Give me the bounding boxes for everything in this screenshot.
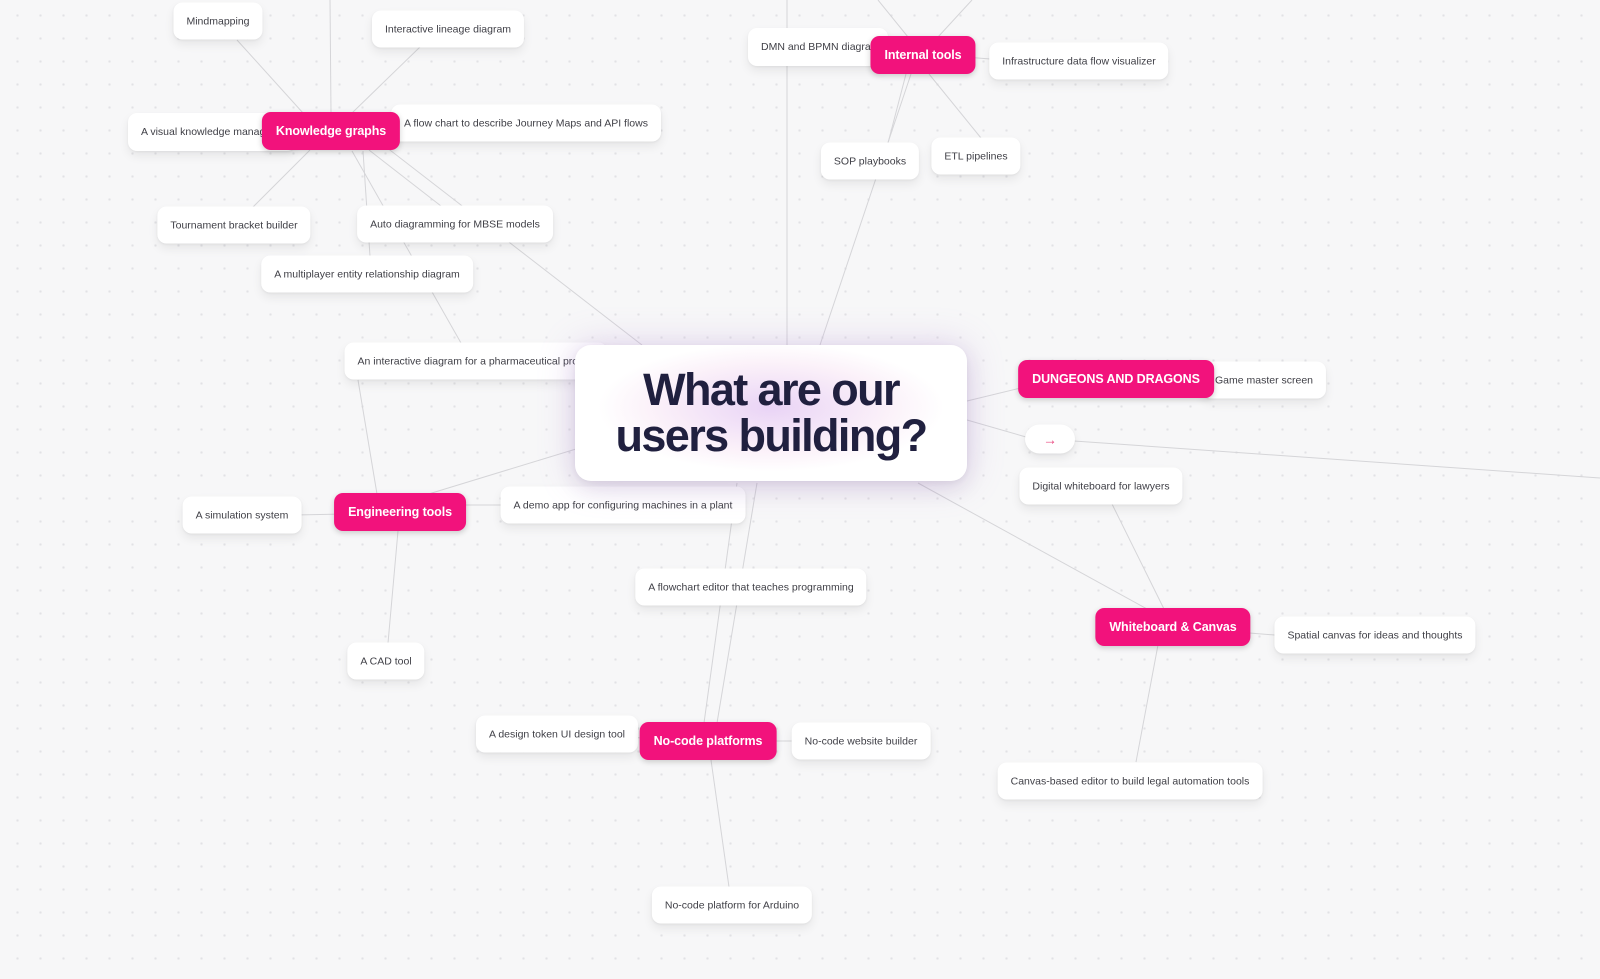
- dungeons-and-dragons-node[interactable]: DUNGEONS AND DRAGONS: [1018, 360, 1214, 398]
- flow-chart-journey-maps-node[interactable]: A flow chart to describe Journey Maps an…: [391, 104, 661, 142]
- connector-line: [236, 39, 304, 114]
- design-token-ui-tool-node[interactable]: A design token UI design tool: [475, 715, 639, 753]
- spatial-canvas-node[interactable]: Spatial canvas for ideas and thoughts: [1274, 616, 1476, 654]
- connector-line: [966, 419, 1027, 438]
- connector-line: [917, 482, 1148, 610]
- arrow-right-icon: →: [1043, 431, 1057, 447]
- connector-line: [368, 149, 442, 207]
- pharmaceutical-diagram-node[interactable]: An interactive diagram for a pharmaceuti…: [344, 342, 608, 380]
- connector-line: [937, 0, 973, 38]
- canvas-legal-automation-node[interactable]: Canvas-based editor to build legal autom…: [997, 762, 1263, 800]
- connector-line: [887, 73, 907, 144]
- multiplayer-er-diagram-node[interactable]: A multiplayer entity relationship diagra…: [261, 255, 473, 293]
- dmn-bpmn-editor-node[interactable]: DMN and BPMN diagram edit: [748, 28, 888, 66]
- demo-app-machines-node[interactable]: A demo app for configuring machines in a…: [500, 486, 746, 524]
- connector-line: [357, 379, 378, 495]
- whiteboard-canvas-node[interactable]: Whiteboard & Canvas: [1095, 608, 1251, 646]
- connector-line: [351, 46, 421, 114]
- no-code-platforms-node[interactable]: No-code platforms: [639, 722, 777, 760]
- no-code-website-builder-node[interactable]: No-code website builder: [791, 722, 931, 760]
- connector-line: [877, 0, 909, 38]
- simulation-system-node[interactable]: A simulation system: [182, 496, 302, 534]
- flowchart-editor-programming-node[interactable]: A flowchart editor that teaches programm…: [635, 568, 867, 606]
- collapsed-branch-pill[interactable]: →: [1025, 424, 1075, 454]
- connector-line: [928, 73, 982, 139]
- no-code-arduino-node[interactable]: No-code platform for Arduino: [651, 886, 813, 924]
- infrastructure-data-flow-node[interactable]: Infrastructure data flow visualizer: [989, 42, 1169, 80]
- engineering-tools-node[interactable]: Engineering tools: [334, 493, 466, 531]
- connector-line: [351, 150, 462, 344]
- tournament-bracket-builder-node[interactable]: Tournament bracket builder: [157, 206, 311, 244]
- internal-tools-node[interactable]: Internal tools: [870, 36, 976, 74]
- connector-line: [1073, 440, 1600, 479]
- auto-diagramming-mbse-node[interactable]: Auto diagramming for MBSE models: [357, 205, 553, 243]
- etl-pipelines-node[interactable]: ETL pipelines: [931, 137, 1021, 175]
- mindmapping-node[interactable]: Mindmapping: [173, 2, 263, 40]
- connector-line: [710, 759, 730, 888]
- connector-line: [421, 448, 577, 497]
- digital-whiteboard-lawyers-node[interactable]: Digital whiteboard for lawyers: [1019, 467, 1183, 505]
- connector-line: [329, 0, 332, 113]
- connector-line: [387, 530, 399, 644]
- sop-playbooks-node[interactable]: SOP playbooks: [820, 142, 920, 180]
- game-master-screen-node[interactable]: Game master screen: [1201, 361, 1327, 399]
- knowledge-graphs-node[interactable]: Knowledge graphs: [261, 112, 401, 150]
- connector-line: [1111, 503, 1165, 610]
- interactive-lineage-diagram-node[interactable]: Interactive lineage diagram: [371, 10, 525, 48]
- connector-line: [385, 146, 643, 346]
- cad-tool-node[interactable]: A CAD tool: [347, 642, 425, 680]
- central-topic-title-line1: What are our: [643, 364, 900, 416]
- central-topic-title-line2: users building?: [615, 410, 928, 461]
- connector-line: [819, 73, 912, 346]
- connector-line: [252, 149, 311, 208]
- connector-line: [1135, 644, 1159, 763]
